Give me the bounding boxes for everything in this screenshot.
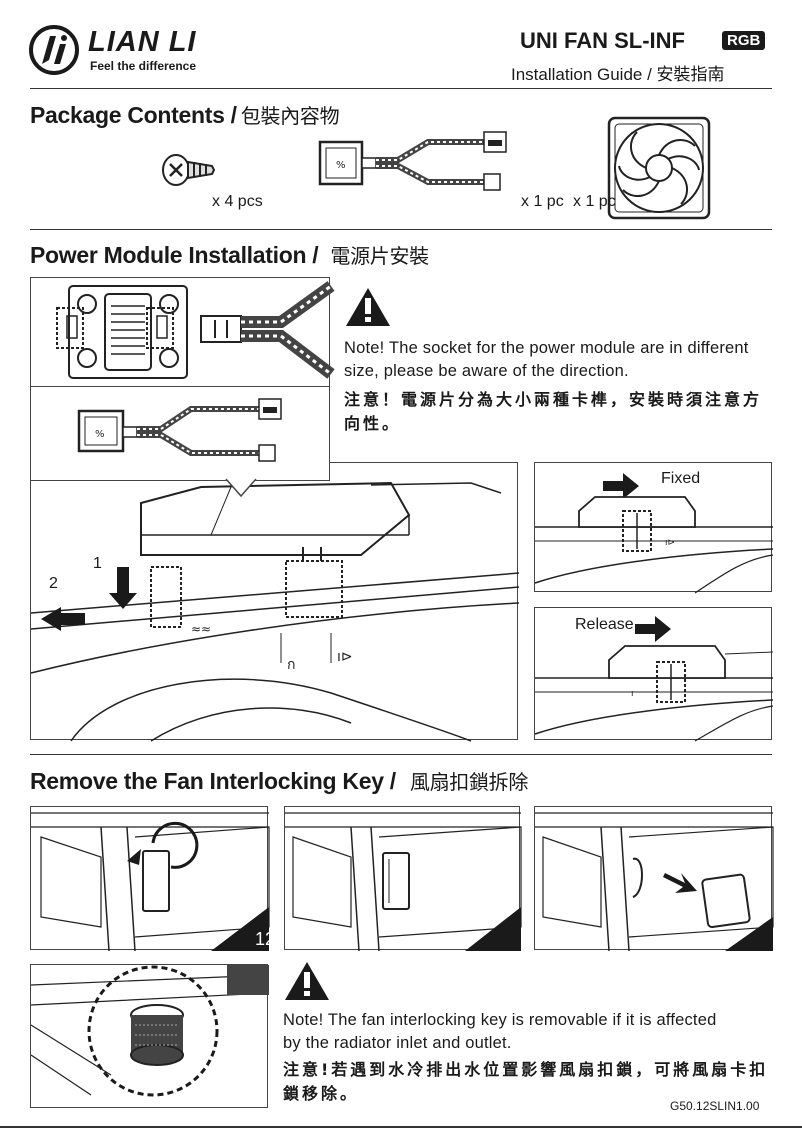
warning-icon (346, 288, 390, 326)
remove-step-1: 12 (30, 806, 275, 952)
release-label: Release (575, 616, 634, 633)
power-note-zh: 注意！電源片分為大小兩種卡榫，安裝時須注意方向性。 (344, 390, 763, 433)
step-2-label: 2 (49, 575, 58, 592)
brand-tagline: Feel the difference (90, 59, 197, 73)
fan-icon (607, 116, 711, 220)
svg-text:ı⊳: ı⊳ (665, 538, 675, 548)
svg-text:≈≈: ≈≈ (191, 622, 211, 636)
power-title: Power Module Installation /電源片安裝 (30, 242, 429, 268)
brand-name: LIAN LI (88, 26, 197, 58)
remove-step-2 (284, 806, 522, 952)
install-diagram: ก ı⊳ ≈≈ 1 2 (30, 462, 520, 742)
package-title: Package Contents /包裝內容物 (30, 102, 340, 128)
screw-icon (162, 154, 216, 186)
package-divider (30, 229, 772, 230)
footer-divider (0, 1126, 802, 1128)
lianli-emblem-icon (29, 25, 79, 75)
remove-title: Remove the Fan Interlocking Key /風扇扣鎖拆除 (30, 768, 529, 794)
module-callout: % (30, 387, 330, 481)
screw-quantity: x 4 pcs (212, 193, 263, 210)
guide-title: Installation Guide / 安裝指南 (511, 65, 725, 84)
radiator-closeup (30, 964, 270, 1108)
power-note-en: Note! The socket for the power module ar… (344, 339, 749, 380)
svg-text:ı⊳: ı⊳ (337, 649, 353, 665)
remove-step-3 (534, 806, 774, 952)
svg-text:ก: ก (287, 657, 295, 673)
fixed-label: Fixed (661, 470, 701, 487)
brand-logo: LIAN LI Feel the difference (28, 24, 228, 76)
fan-quantity: x 1 pc (573, 193, 616, 210)
svg-text:%: % (95, 429, 105, 440)
remove-note-en: Note! The fan interlocking key is remova… (283, 1011, 717, 1052)
svg-text:ı: ı (631, 689, 634, 699)
release-diagram: ı Release (534, 607, 774, 742)
header-divider (30, 88, 772, 89)
power-divider (30, 754, 772, 755)
socket-closeup-diagram (30, 277, 335, 387)
remove-note-zh: 注意!若遇到水冷排出水位置影響風扇扣鎖，可將風扇卡扣鎖移除。 (283, 1060, 769, 1103)
callout-pointer (225, 476, 257, 498)
power-module-icon: % (318, 131, 507, 191)
product-name: UNI FAN SL-INF (520, 28, 685, 53)
fixed-diagram: ı⊳ Fixed (534, 462, 774, 594)
fan-size-label: 12 (255, 929, 276, 949)
svg-text:%: % (336, 160, 346, 171)
rgb-badge: RGB (722, 31, 766, 50)
document-code: G50.12SLIN1.00 (670, 1099, 760, 1113)
module-quantity: x 1 pc (521, 193, 564, 210)
step-1-label: 1 (93, 555, 102, 572)
warning-icon (285, 962, 329, 1000)
